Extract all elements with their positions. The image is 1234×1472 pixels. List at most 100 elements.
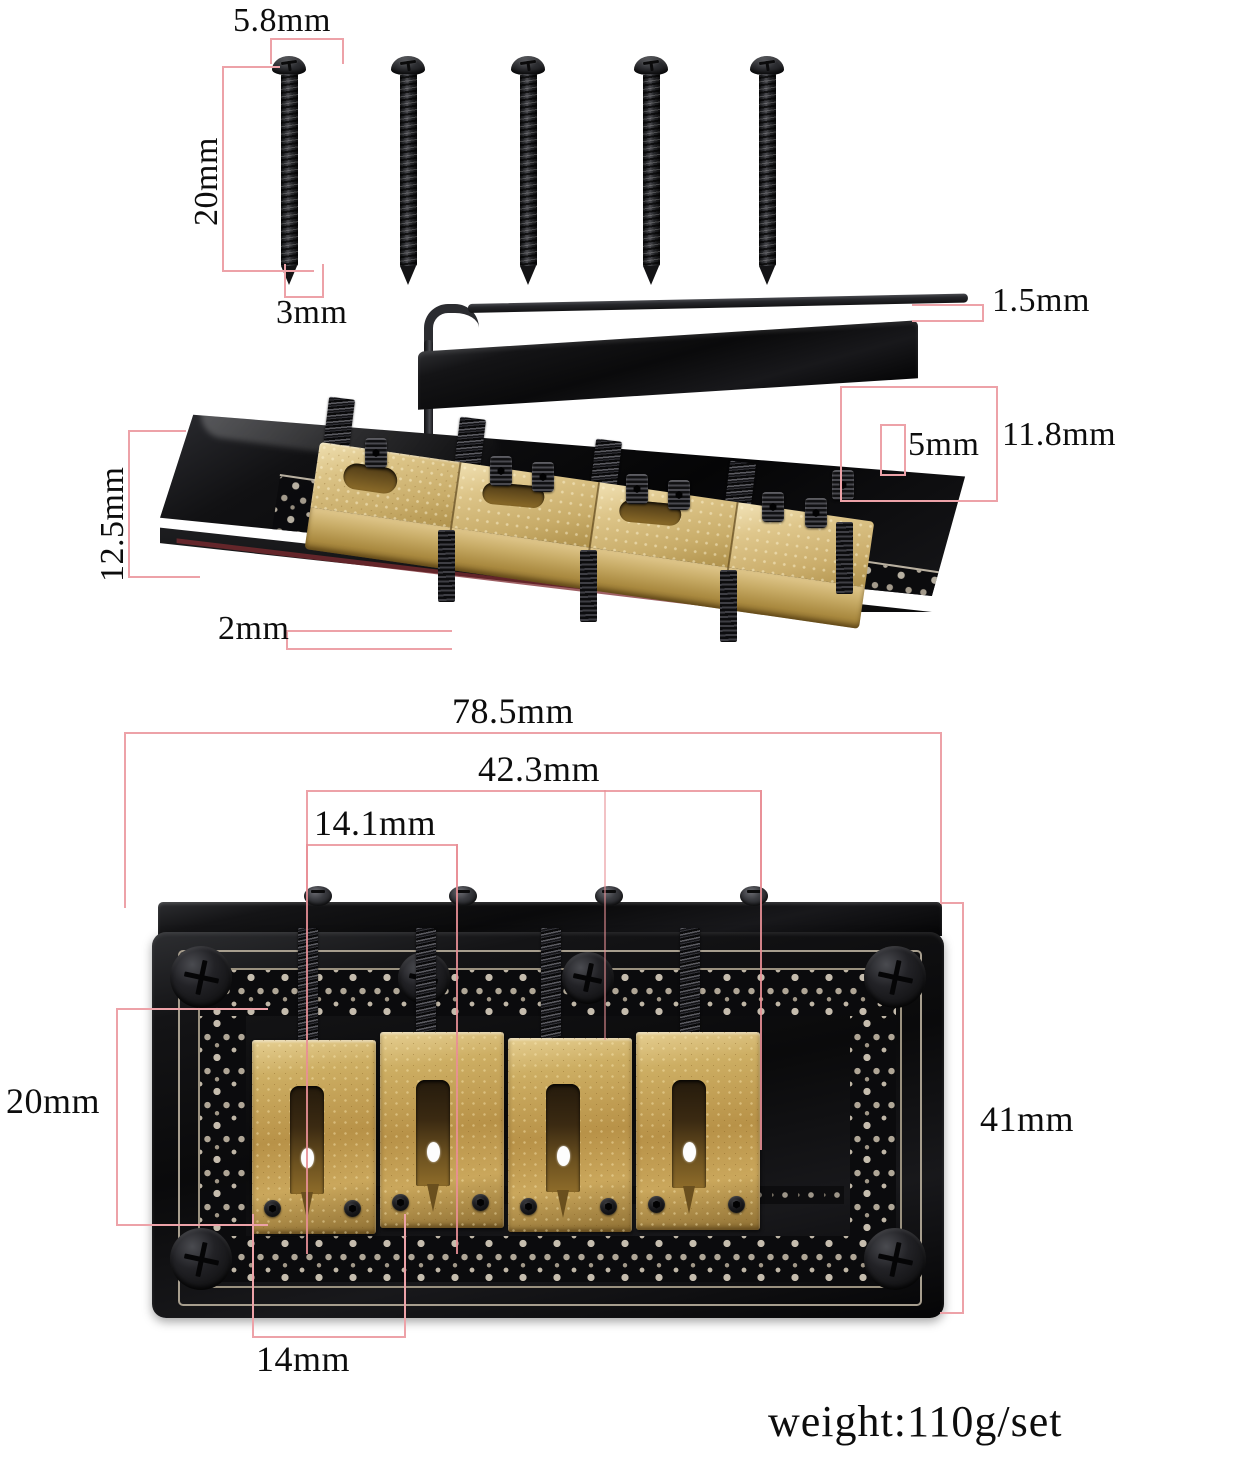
dim-label-plate-height: 12.5mm [94, 466, 131, 582]
screw-head-icon [750, 56, 784, 75]
intonation-screw-p-2 [580, 550, 597, 622]
hex-key-short-arm [424, 340, 433, 480]
dim-tick-plate-depth-bottom [940, 1312, 964, 1314]
corner-screw-bottom-right [864, 1228, 926, 1290]
dim-label-saddle-height: 5mm [908, 426, 980, 463]
middle-screw-2 [562, 952, 614, 1004]
dim-line-hexkey-top [912, 304, 984, 306]
saddle-plan-2-taper [427, 1184, 439, 1212]
dim-tick-saddle-height-left [880, 424, 882, 476]
saddle-plan-4-grub-right [728, 1196, 745, 1213]
grub-screw-p-8 [832, 470, 854, 500]
string-bead-2 [449, 886, 477, 906]
intonation-screw-p-1 [438, 530, 455, 602]
saddle-plan-4-slot [672, 1080, 706, 1214]
dim-tick-screw-tip-right [322, 264, 324, 298]
screw-head-icon [391, 56, 425, 75]
screw-shaft [280, 74, 298, 266]
screw-2 [391, 56, 425, 285]
saddle-plan-3 [508, 1038, 632, 1232]
saddle-plan-2-grub-left [392, 1194, 409, 1211]
dim-tick-plate-depth-top [940, 902, 964, 904]
dim-line-screw-tip [284, 296, 324, 298]
dim-line-saddle-offset-v [116, 1008, 118, 1226]
dim-tick-screw-width-left [270, 38, 272, 64]
plan-spring-3 [541, 928, 561, 1046]
saddle-plan-1-grub-right [344, 1200, 361, 1217]
guide-line-string-1 [306, 844, 308, 1254]
bridge-plate-plan [152, 886, 944, 1322]
screw-head-icon [634, 56, 668, 75]
dim-label-screw-tip: 3mm [276, 294, 348, 331]
screw-shaft [519, 74, 537, 266]
saddle-plan-3-ball [556, 1146, 570, 1166]
screw-shaft [642, 74, 660, 266]
dim-tick-hexkey-right [982, 304, 984, 322]
dim-tick-total-height-right [996, 386, 998, 502]
saddle-plan-2-slot [416, 1080, 450, 1212]
bridge-plan-view: 78.5mm 42.3mm 14.1mm [0, 690, 1234, 1379]
hex-key-bend [424, 304, 479, 357]
dim-label-hexkey: 1.5mm [992, 282, 1090, 319]
grub-screw-p-7 [805, 498, 827, 528]
screw-tip [520, 266, 536, 285]
intonation-screw-p-4 [836, 522, 853, 594]
dim-line-string-spacing [306, 844, 458, 846]
dim-line-saddle-height-bottom [880, 474, 906, 476]
corner-screw-top-left [170, 946, 232, 1008]
saddle-plan-3-grub-right [600, 1198, 617, 1215]
plan-spring-1 [298, 928, 318, 1046]
saddle-plan-4-taper [683, 1186, 695, 1214]
dim-line-plate-thickness-bottom [286, 648, 452, 650]
dim-label-saddle-offset-v: 20mm [6, 1081, 101, 1121]
dim-line-screw-length [222, 66, 224, 272]
dim-tick-screw-width-right [342, 38, 344, 64]
guide-line-string-2 [456, 844, 458, 1254]
dim-line-saddle-offset-h [252, 1336, 406, 1338]
corner-screw-bottom-left [170, 1228, 232, 1290]
screw-head-icon [272, 56, 306, 75]
dim-tick-saddle-offset-v-bottom [116, 1224, 268, 1226]
screw-shaft [758, 74, 776, 266]
saddle-plan-4-grub-left [648, 1196, 665, 1213]
dim-tick-plate-height-top [128, 430, 186, 432]
intonation-screw-p-3 [720, 570, 737, 642]
plan-plate-body [152, 928, 944, 1318]
dim-tick-saddle-offset-v-top [116, 1008, 268, 1010]
string-bead-1 [304, 886, 332, 906]
dim-label-screw-length: 20mm [188, 137, 225, 226]
grub-screw-p-5 [668, 480, 690, 510]
engraving-band-bottom [200, 1236, 896, 1282]
dim-tick-total-height-left [840, 386, 842, 502]
dim-tick-saddle-offset-h-right [404, 1214, 406, 1338]
dim-line-total-height-bottom [840, 500, 998, 502]
dim-label-total-height: 11.8mm [1002, 416, 1117, 453]
screw-row-group: 5.8mm 20mm 3mm [0, 0, 1234, 331]
dim-line-plate-height [128, 430, 130, 578]
saddle-plan-3-slot [546, 1084, 580, 1218]
saddle-plan-2-grub-right [472, 1194, 489, 1211]
dim-line-plate-thickness-top [286, 630, 452, 632]
saddle-plan-2 [380, 1032, 504, 1228]
saddle-plan-1-grub-left [264, 1200, 281, 1217]
dim-tick-plate-width-left [124, 732, 126, 908]
dim-tick-screw-tip-left [284, 264, 286, 298]
dim-tick-plate-height-bottom [128, 576, 200, 578]
dim-tick-saddle-offset-h-left [252, 1214, 254, 1338]
dim-tick-screw-length-top [222, 66, 280, 68]
string-bead-4 [740, 886, 768, 906]
screw-4 [634, 56, 668, 285]
dim-line-saddle-height-top [880, 424, 906, 426]
engraving-band-left [200, 1016, 246, 1236]
dim-line-plate-width [124, 732, 942, 734]
dim-line-screw-width-top [270, 38, 344, 40]
screw-1 [272, 56, 306, 285]
screw-tip [759, 266, 775, 285]
saddle-plan-2-ball [426, 1142, 440, 1162]
dim-tick-screw-length-bottom [222, 270, 314, 272]
string-bead-3 [595, 886, 623, 906]
dim-tick-saddle-height-right [904, 424, 906, 476]
grub-screw-p-2 [490, 456, 512, 486]
bridge-plate-perspective [160, 320, 990, 650]
